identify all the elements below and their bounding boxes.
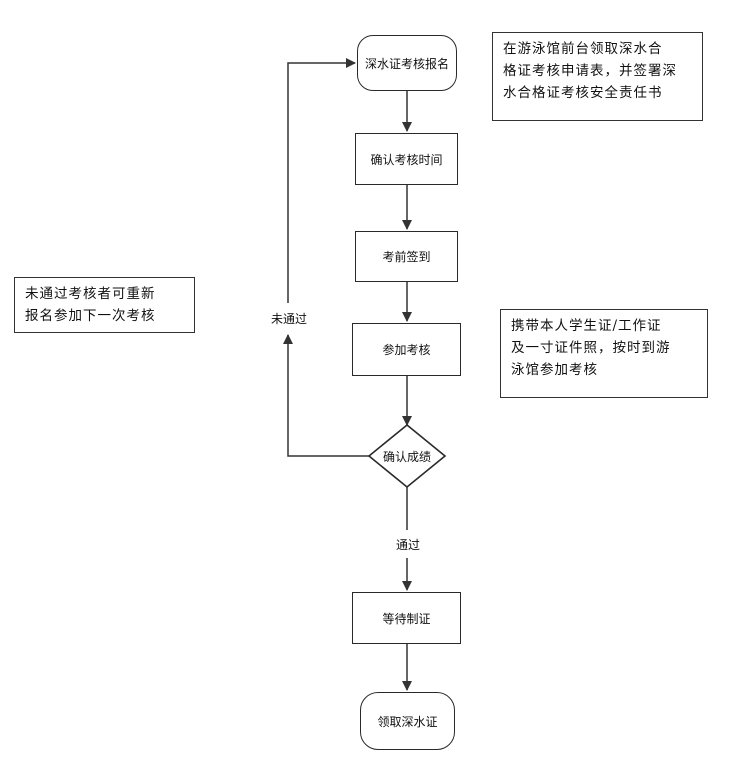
note-register-line-1: 在游泳馆前台领取深水合: [503, 41, 663, 57]
note-attend-line-2: 及一寸证件照，按时到游: [511, 340, 671, 356]
loop-fail-upper: [287, 58, 356, 303]
note-register-line-2: 格证考核申请表，并签署深: [503, 63, 677, 79]
note-retry: 未通过考核者可重新 报名参加下一次考核: [14, 277, 195, 333]
edge-label-pass: 通过: [394, 536, 423, 553]
node-confirm-result: 确认成绩: [369, 446, 445, 466]
node-attend: 参加考核: [352, 323, 461, 376]
note-attend-line-1: 携带本人学生证/工作证: [511, 318, 662, 334]
note-retry-line-2: 报名参加下一次考核: [25, 308, 156, 324]
node-receive-cert-label: 领取深水证: [377, 714, 438, 729]
note-register: 在游泳馆前台领取深水合 格证考核申请表，并签署深 水合格证考核安全责任书: [492, 32, 703, 121]
note-retry-line-1: 未通过考核者可重新: [25, 286, 156, 302]
note-attend: 携带本人学生证/工作证 及一寸证件照，按时到游 泳馆参加考核: [500, 309, 708, 398]
node-receive-cert: 领取深水证: [360, 692, 455, 750]
node-attend-label: 参加考核: [382, 343, 431, 357]
edge-label-fail: 未通过: [269, 310, 310, 327]
decision-diamond: [367, 423, 447, 489]
node-confirm-time-label: 确认考核时间: [370, 152, 443, 167]
note-register-line-3: 水合格证考核安全责任书: [503, 85, 663, 101]
loop-fail-lower: [283, 334, 372, 457]
node-confirm-time: 确认考核时间: [355, 133, 458, 185]
node-confirm-result-label: 确认成绩: [382, 449, 431, 464]
note-attend-line-3: 泳馆参加考核: [511, 362, 598, 378]
node-sign-in: 考前签到: [355, 231, 458, 282]
node-register: 深水证考核报名: [357, 35, 457, 91]
node-register-label: 深水证考核报名: [364, 56, 449, 71]
node-wait-cert-label: 等待制证: [382, 611, 431, 626]
node-wait-cert: 等待制证: [352, 592, 461, 644]
node-sign-in-label: 考前签到: [382, 250, 431, 264]
